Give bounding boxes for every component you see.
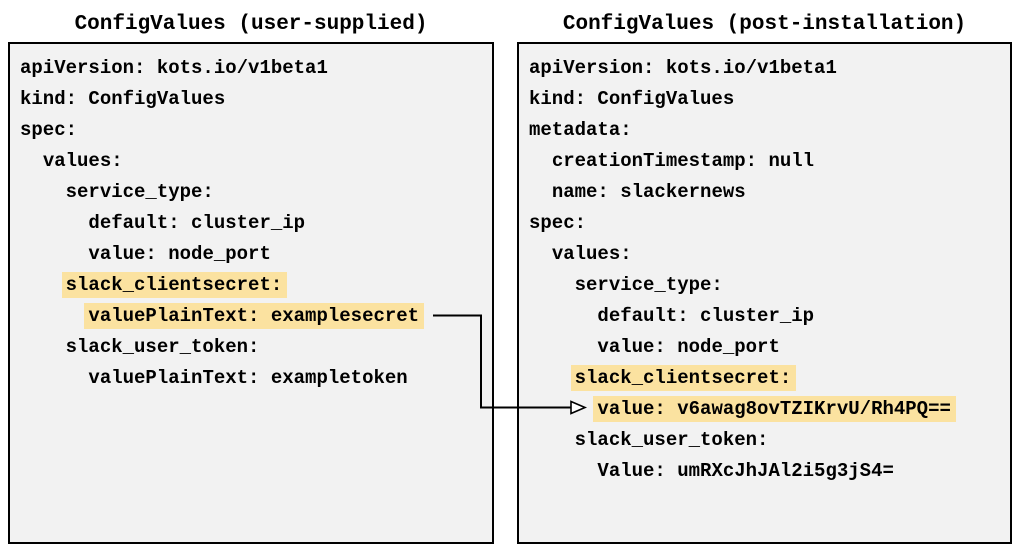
code-text: service_type:	[574, 274, 723, 296]
code-text: values:	[551, 243, 632, 265]
code-text: kind: ConfigValues	[529, 88, 735, 110]
user-supplied-config-code: apiVersion: kots.io/v1beta1 kind: ConfigV…	[10, 44, 492, 394]
code-text: Value: umRXcJhJAl2i5g3jS4=	[597, 460, 894, 482]
highlighted-code-text: value: v6awag8ovTZIKrvU/Rh4PQ==	[593, 396, 956, 422]
code-text: value: node_port	[88, 243, 271, 265]
code-line: service_type:	[20, 177, 488, 208]
code-line: apiVersion: kots.io/v1beta1	[529, 53, 1006, 84]
code-line: spec:	[20, 115, 488, 146]
code-line: apiVersion: kots.io/v1beta1	[20, 53, 488, 84]
code-line: value: v6awag8ovTZIKrvU/Rh4PQ==	[529, 394, 1006, 425]
code-text: values:	[42, 150, 123, 172]
code-text: apiVersion: kots.io/v1beta1	[20, 57, 328, 79]
code-text: kind: ConfigValues	[20, 88, 226, 110]
code-line: metadata:	[529, 115, 1006, 146]
highlighted-code-text: slack_clientsecret:	[570, 365, 797, 391]
code-text: spec:	[529, 212, 587, 234]
code-line: kind: ConfigValues	[20, 84, 488, 115]
left-panel-title: ConfigValues (user-supplied)	[74, 13, 428, 36]
highlighted-code-text: slack_clientsecret:	[61, 272, 288, 298]
code-line: slack_user_token:	[20, 332, 488, 363]
code-line: valuePlainText: examplesecret	[20, 301, 488, 332]
code-text: slack_user_token:	[574, 429, 769, 451]
code-line: creationTimestamp: null	[529, 146, 1006, 177]
code-text: value: node_port	[597, 336, 780, 358]
code-line: default: cluster_ip	[20, 208, 488, 239]
code-text: creationTimestamp: null	[551, 150, 815, 172]
code-text: spec:	[20, 119, 78, 141]
code-line: Value: umRXcJhJAl2i5g3jS4=	[529, 456, 1006, 487]
code-line: slack_user_token:	[529, 425, 1006, 456]
code-line: value: node_port	[529, 332, 1006, 363]
right-panel-title: ConfigValues (post-installation)	[562, 13, 967, 36]
code-text: service_type:	[65, 181, 214, 203]
code-text: metadata:	[529, 119, 632, 141]
highlighted-code-text: valuePlainText: examplesecret	[84, 303, 425, 329]
code-line: service_type:	[529, 270, 1006, 301]
code-line: valuePlainText: exampletoken	[20, 363, 488, 394]
code-line: spec:	[529, 208, 1006, 239]
code-text: default: cluster_ip	[88, 212, 306, 234]
user-supplied-config-panel: apiVersion: kots.io/v1beta1 kind: ConfigV…	[8, 42, 494, 544]
code-line: values:	[20, 146, 488, 177]
code-text: default: cluster_ip	[597, 305, 815, 327]
post-installation-config-code: apiVersion: kots.io/v1beta1 kind: ConfigV…	[519, 44, 1010, 487]
post-installation-config-panel: apiVersion: kots.io/v1beta1 kind: ConfigV…	[517, 42, 1012, 544]
code-line: slack_clientsecret:	[529, 363, 1006, 394]
code-line: value: node_port	[20, 239, 488, 270]
code-line: default: cluster_ip	[529, 301, 1006, 332]
code-line: values:	[529, 239, 1006, 270]
code-text: slack_user_token:	[65, 336, 260, 358]
code-text: name: slackernews	[551, 181, 746, 203]
code-line: name: slackernews	[529, 177, 1006, 208]
code-text: apiVersion: kots.io/v1beta1	[529, 57, 837, 79]
code-line: slack_clientsecret:	[20, 270, 488, 301]
code-line: kind: ConfigValues	[529, 84, 1006, 115]
code-text: valuePlainText: exampletoken	[88, 367, 408, 389]
